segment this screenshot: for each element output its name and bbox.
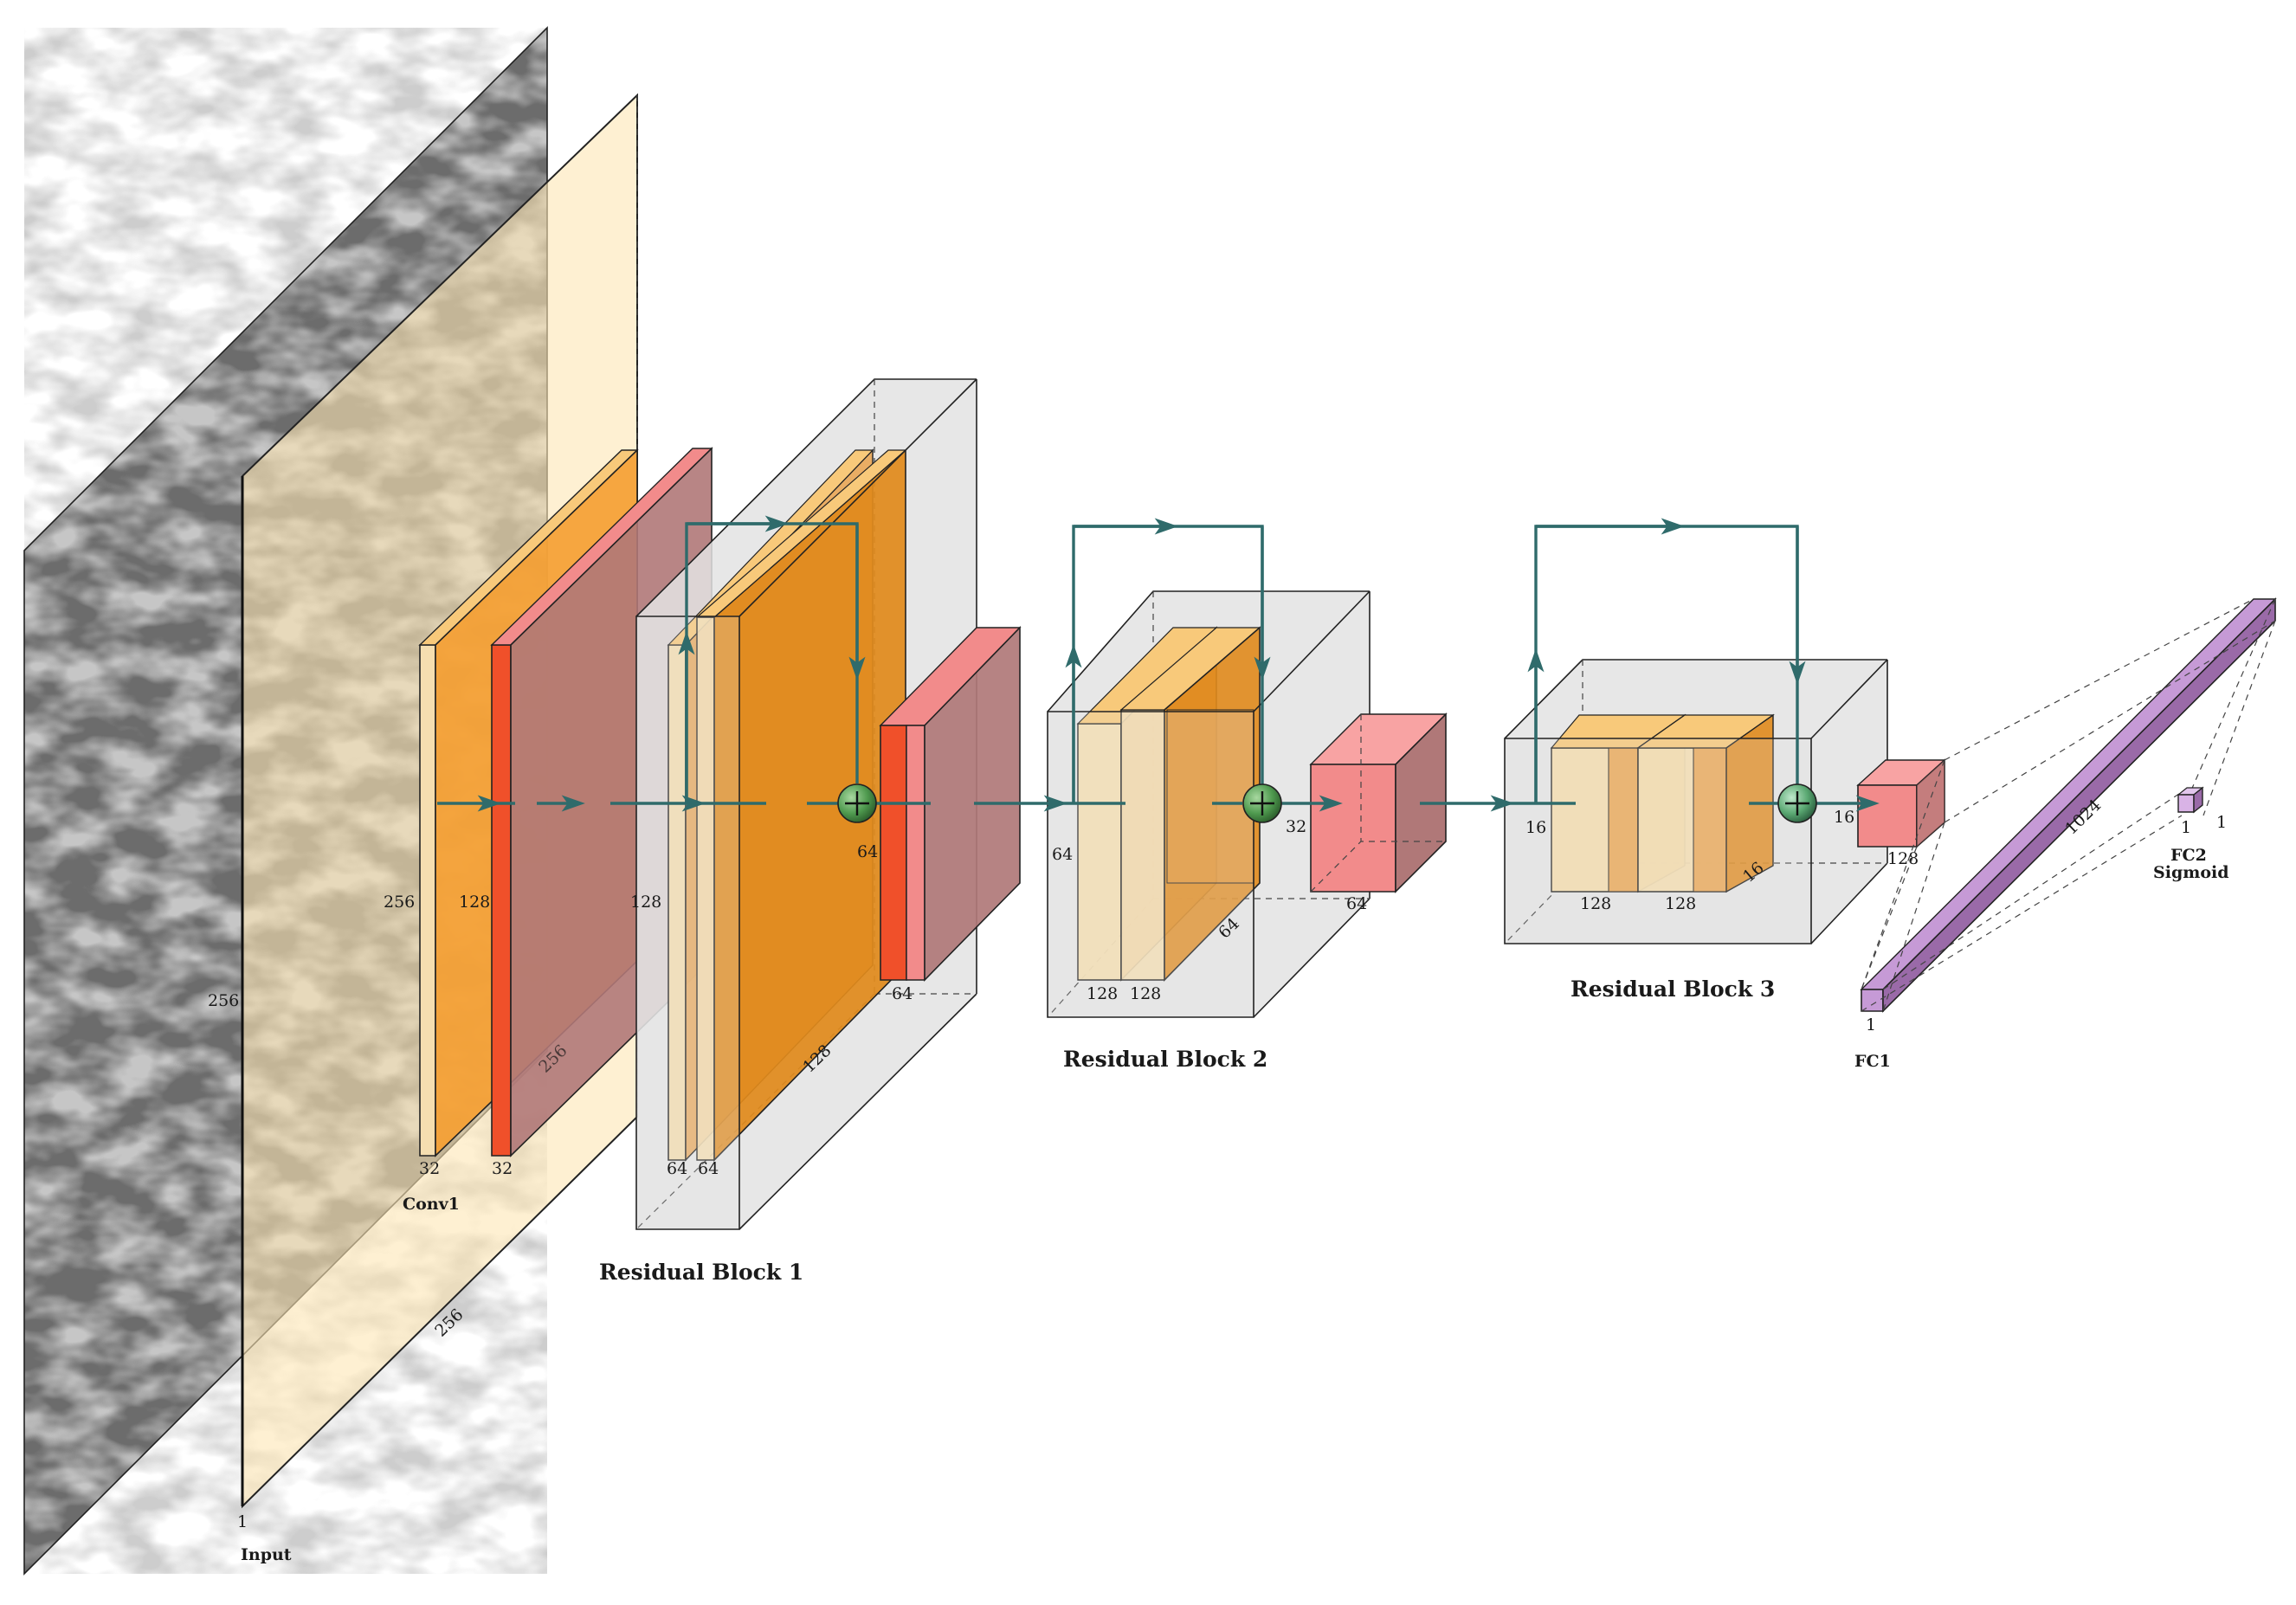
rb1-channel-label-a: 64 xyxy=(667,1159,687,1178)
rb3-channel-label-b: 128 xyxy=(1665,894,1696,913)
fc1-title: FC1 xyxy=(1854,1052,1891,1071)
projection-lines xyxy=(1861,598,2276,1012)
skip-connection-1 xyxy=(678,515,866,803)
rb2-size-label: 64 xyxy=(1052,845,1073,864)
pool2-layer xyxy=(879,626,1022,982)
rb2-channel-label-a: 128 xyxy=(1087,984,1118,1003)
input-channel-label: 1 xyxy=(237,1512,248,1531)
fc1-width-label: 1 xyxy=(1866,1015,1876,1035)
pool4-channel-label: 128 xyxy=(1887,849,1919,868)
rb3-size-label: 16 xyxy=(1525,818,1546,837)
fc2-size-label-b: 1 xyxy=(2216,813,2227,832)
rb2-title: Residual Block 2 xyxy=(1063,1047,1267,1072)
pool1-channel-label: 32 xyxy=(492,1159,513,1178)
fc2-title: FC2 xyxy=(2170,846,2207,865)
skip-connection-2 xyxy=(1065,518,1271,803)
input-title: Input xyxy=(241,1545,292,1564)
rb3-title: Residual Block 3 xyxy=(1570,977,1775,1002)
rb1-channel-label-b: 64 xyxy=(698,1159,719,1178)
sum-node-2 xyxy=(1242,783,1282,823)
rb2-channel-label-b: 128 xyxy=(1130,984,1161,1003)
fc2-size-label-a: 1 xyxy=(2181,818,2191,837)
fc2-layer xyxy=(2177,786,2204,814)
skip-connection-3 xyxy=(1527,518,1806,803)
conv1-channel-label: 32 xyxy=(419,1159,440,1178)
pool3-size-label: 32 xyxy=(1286,817,1306,836)
fc2-subtitle: Sigmoid xyxy=(2153,863,2229,882)
sum-node-3 xyxy=(1777,783,1817,823)
fc1-layer xyxy=(1860,597,2277,1013)
pool2-size-label: 64 xyxy=(857,842,878,861)
rb3-channel-label-a: 128 xyxy=(1580,894,1611,913)
rb1-title: Residual Block 1 xyxy=(599,1260,803,1285)
sum-node-1 xyxy=(837,783,877,823)
pool2-channel-label: 64 xyxy=(892,984,913,1003)
residual-block-3 xyxy=(1504,659,1888,944)
pool1-size-label: 128 xyxy=(459,893,490,912)
pool4-size-label: 16 xyxy=(1834,808,1854,827)
input-size-vertical-label: 256 xyxy=(208,991,239,1010)
pool4-layer xyxy=(1856,758,1946,848)
rb1-size-label: 128 xyxy=(630,893,661,912)
conv1-size-label: 256 xyxy=(384,893,415,912)
pool3-channel-label: 64 xyxy=(1346,894,1367,913)
conv1-title: Conv1 xyxy=(403,1195,460,1214)
